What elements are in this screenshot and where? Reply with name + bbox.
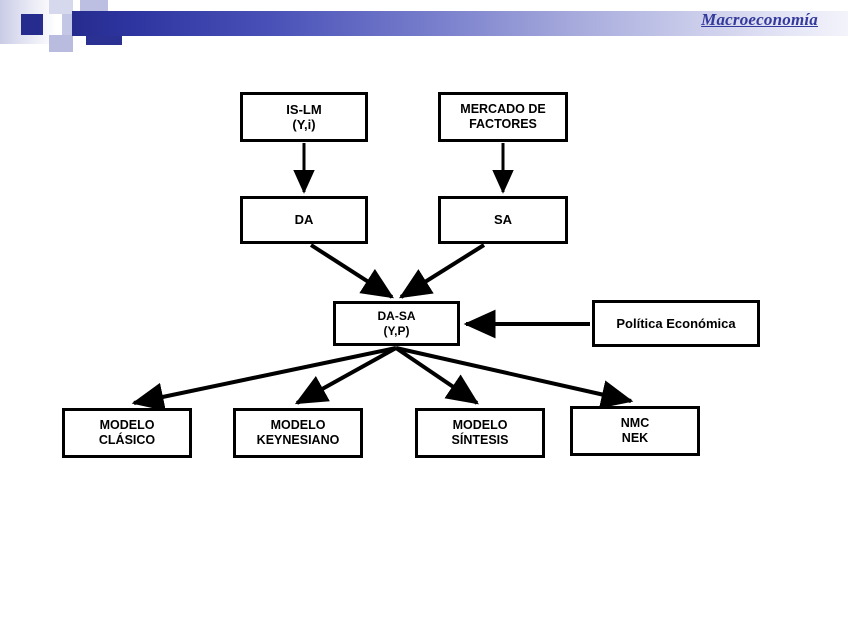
header-decor-square-pale-top <box>49 0 73 14</box>
header-decor-square-dark <box>21 14 43 35</box>
arrow-dasa-to-modelo-keynesiano <box>294 346 397 405</box>
header-gradient-bar <box>72 11 848 36</box>
arrow-da-to-dasa <box>309 243 395 299</box>
node-da[interactable]: DA <box>240 196 368 244</box>
arrow-dasa-to-modelo-sintesis <box>394 346 479 405</box>
node-da-sa[interactable]: DA-SA (Y,P) <box>333 301 460 346</box>
node-is-lm[interactable]: IS-LM (Y,i) <box>240 92 368 142</box>
page-title: Macroeconomía <box>701 10 818 29</box>
node-nmc-nek[interactable]: NMC NEK <box>570 406 700 456</box>
node-modelo-clasico[interactable]: MODELO CLÁSICO <box>62 408 192 458</box>
node-mercado-de-factores[interactable]: MERCADO DE FACTORES <box>438 92 568 142</box>
node-politica-economica[interactable]: Política Económica <box>592 300 760 347</box>
arrow-dasa-to-nmc-nek <box>395 346 634 409</box>
node-modelo-keynesiano[interactable]: MODELO KEYNESIANO <box>233 408 363 458</box>
arrow-sa-to-dasa <box>398 243 486 299</box>
header-decor-square-accent <box>86 35 122 45</box>
node-modelo-sintesis[interactable]: MODELO SÍNTESIS <box>415 408 545 458</box>
arrow-dasa-to-modelo-clasico <box>131 346 397 412</box>
header-decor-square-mid-lower <box>49 35 73 52</box>
page-header: Macroeconomía <box>0 0 848 52</box>
node-sa[interactable]: SA <box>438 196 568 244</box>
header-decor-square-medium <box>80 0 108 14</box>
